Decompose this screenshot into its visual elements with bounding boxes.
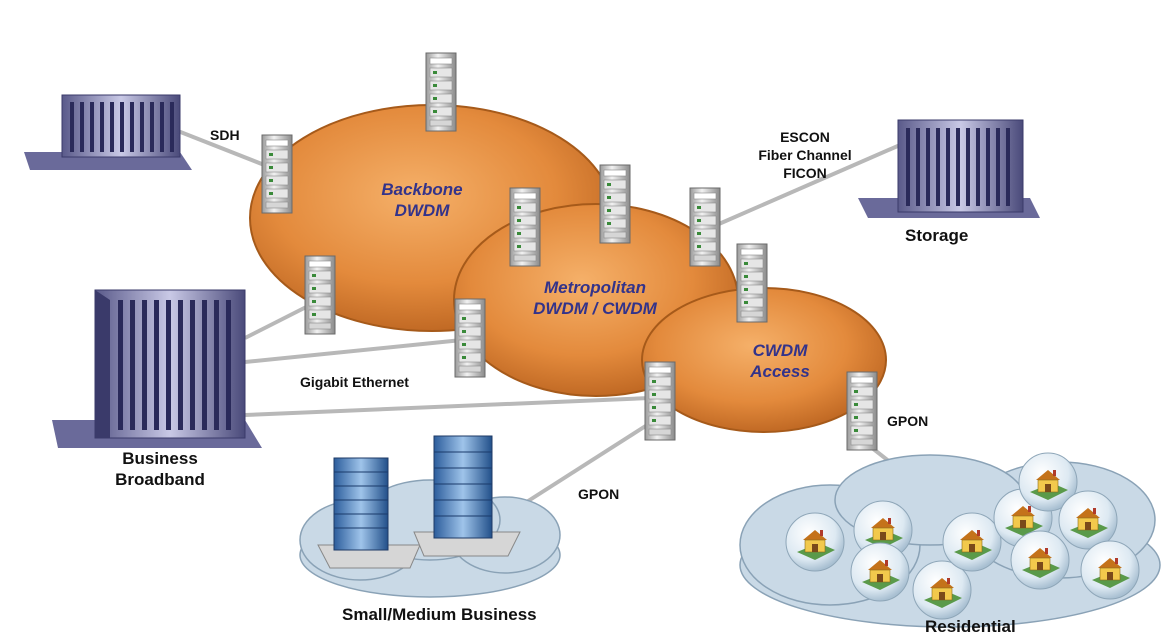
house-icon xyxy=(785,512,845,572)
rack-icon xyxy=(736,243,768,323)
office-towers-icon xyxy=(317,435,521,569)
label-storage-protocols: ESCON Fiber Channel FICON xyxy=(758,129,852,181)
label-gpon-res: GPON xyxy=(887,413,929,429)
rack-icon xyxy=(644,361,676,441)
label-gigabit: Gigabit Ethernet xyxy=(300,374,409,390)
rack-icon xyxy=(454,298,486,378)
house-icon xyxy=(1058,490,1118,550)
link-gigabit xyxy=(244,338,463,364)
label-residential: Residential xyxy=(925,617,1016,636)
label-storage: Storage xyxy=(905,226,969,245)
rack-icon xyxy=(304,255,336,335)
link-gpon-smb xyxy=(523,418,657,505)
rack-icon xyxy=(509,187,541,267)
label-smb: Small/Medium Business xyxy=(342,605,537,624)
building-business-icon xyxy=(52,289,262,448)
link-storage xyxy=(711,143,901,229)
rack-icon xyxy=(425,52,457,132)
rack-icon xyxy=(261,134,293,214)
label-business: Business Broadband xyxy=(115,449,205,489)
house-icon xyxy=(942,512,1002,572)
label-sdh: SDH xyxy=(210,127,240,143)
rack-icon xyxy=(846,371,878,451)
house-icon xyxy=(1010,530,1070,590)
house-icon xyxy=(850,542,910,602)
rack-icon xyxy=(599,164,631,244)
building-sdh-icon xyxy=(24,94,192,170)
link-business-access xyxy=(244,396,651,417)
rack-icon xyxy=(689,187,721,267)
house-icon xyxy=(1080,540,1140,600)
ring-group xyxy=(249,104,887,433)
connection-lines xyxy=(149,118,901,505)
building-storage-icon xyxy=(858,119,1040,218)
label-gpon-smb: GPON xyxy=(578,486,620,502)
